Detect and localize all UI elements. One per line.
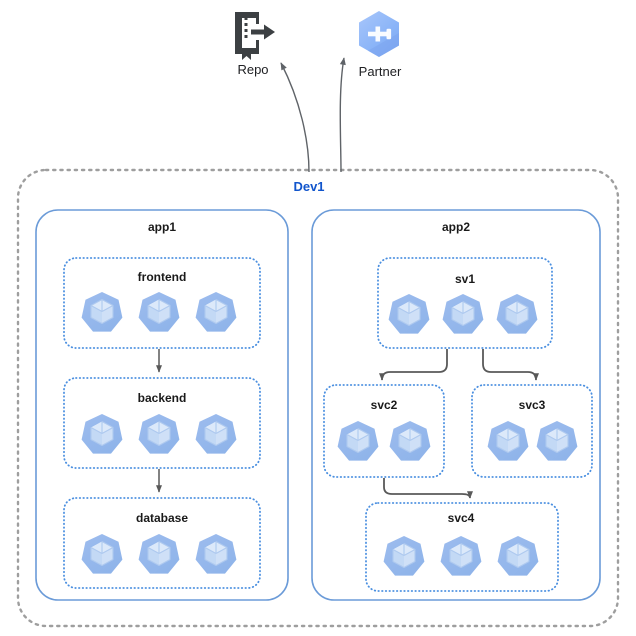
pod-icon[interactable]: [440, 536, 482, 576]
pod-icon[interactable]: [195, 292, 237, 332]
service-box-svc3[interactable]: [471, 384, 593, 478]
pod-icon[interactable]: [536, 421, 578, 461]
dev1-label: Dev1: [293, 179, 325, 194]
repo-label: Repo: [237, 62, 269, 77]
pod-group-sv1: [388, 294, 538, 334]
pod-group-backend: [81, 414, 237, 454]
pod-icon[interactable]: [81, 414, 123, 454]
pod-icon[interactable]: [81, 292, 123, 332]
edge-sv1-svc2: [379, 349, 448, 381]
pod-group-frontend: [81, 292, 237, 332]
pod-group-database: [81, 534, 237, 574]
pod-icon[interactable]: [138, 414, 180, 454]
pod-icon[interactable]: [388, 294, 430, 334]
edge-svc2-svc4: [383, 478, 473, 499]
pod-icon[interactable]: [138, 292, 180, 332]
edge-sv1-svc3: [482, 349, 539, 381]
pod-icon[interactable]: [337, 421, 379, 461]
edge-dev1-partner: [339, 57, 346, 173]
pod-icon[interactable]: [389, 421, 431, 461]
pod-icon[interactable]: [81, 534, 123, 574]
partner-hexagon-icon[interactable]: [359, 11, 399, 57]
pod-icon[interactable]: [497, 536, 539, 576]
pod-group-svc2: [337, 421, 431, 461]
environment-dev1-boundary[interactable]: [16, 168, 620, 628]
repository-icon[interactable]: [235, 12, 275, 60]
partner-label: Partner: [358, 64, 402, 79]
pod-icon[interactable]: [195, 414, 237, 454]
pod-icon[interactable]: [487, 421, 529, 461]
pod-icon[interactable]: [138, 534, 180, 574]
edge-dev1-repo: [280, 62, 310, 173]
pod-icon[interactable]: [496, 294, 538, 334]
pod-icon[interactable]: [383, 536, 425, 576]
pod-group-svc4: [383, 536, 539, 576]
pod-icon[interactable]: [195, 534, 237, 574]
pod-icon[interactable]: [442, 294, 484, 334]
pod-group-svc3: [487, 421, 578, 461]
